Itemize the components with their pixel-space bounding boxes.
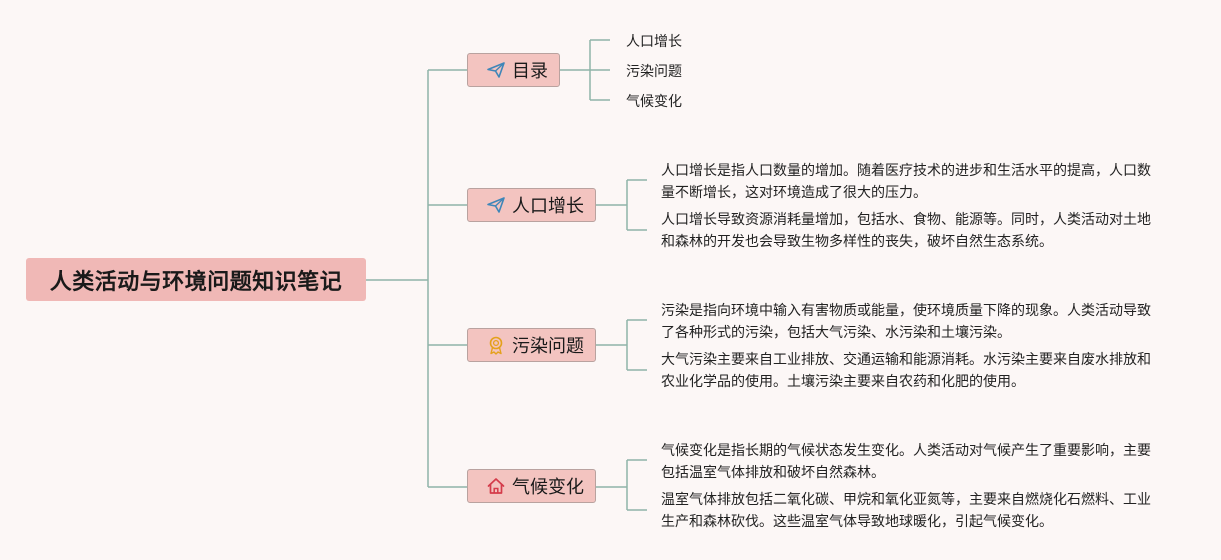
pollution-paragraph-2: 大气污染主要来自工业排放、交通运输和能源消耗。水污染主要来自废水排放和农业化学品…	[661, 352, 1151, 390]
award-ribbon-icon	[486, 335, 506, 355]
branch-population-label: 人口增长	[512, 196, 584, 217]
climate-paragraph-1: 气候变化是指长期的气候状态发生变化。人类活动对气候产生了重要影响，主要包括温室气…	[661, 443, 1151, 481]
root-title: 人类活动与环境问题知识笔记	[49, 269, 343, 295]
climate-paragraph-2: 温室气体排放包括二氧化碳、甲烷和氧化亚氮等，主要来自燃烧化石燃料、工业生产和森林…	[661, 492, 1151, 530]
branch-toc-label: 目录	[512, 61, 548, 82]
paper-plane-icon	[486, 195, 506, 215]
pollution-paragraph-1: 污染是指向环境中输入有害物质或能量，使环境质量下降的现象。人类活动导致了各种形式…	[661, 303, 1151, 341]
paper-plane-icon	[486, 60, 506, 80]
home-icon	[486, 476, 506, 496]
branch-climate-label: 气候变化	[512, 477, 584, 498]
branch-climate[interactable]: 气候变化	[467, 469, 596, 503]
population-paragraph-2: 人口增长导致资源消耗量增加，包括水、食物、能源等。同时，人类活动对土地和森林的开…	[661, 212, 1151, 250]
branch-toc[interactable]: 目录	[467, 53, 560, 87]
population-paragraph-1: 人口增长是指人口数量的增加。随着医疗技术的进步和生活水平的提高，人口数量不断增长…	[661, 163, 1151, 201]
root-node[interactable]: 人类活动与环境问题知识笔记	[26, 258, 366, 301]
toc-item-pollution[interactable]: 污染问题	[626, 64, 682, 80]
toc-item-population[interactable]: 人口增长	[626, 34, 682, 50]
branch-pollution[interactable]: 污染问题	[467, 328, 596, 362]
branch-population[interactable]: 人口增长	[467, 188, 596, 222]
toc-item-climate[interactable]: 气候变化	[626, 94, 682, 110]
branch-pollution-label: 污染问题	[512, 336, 584, 357]
